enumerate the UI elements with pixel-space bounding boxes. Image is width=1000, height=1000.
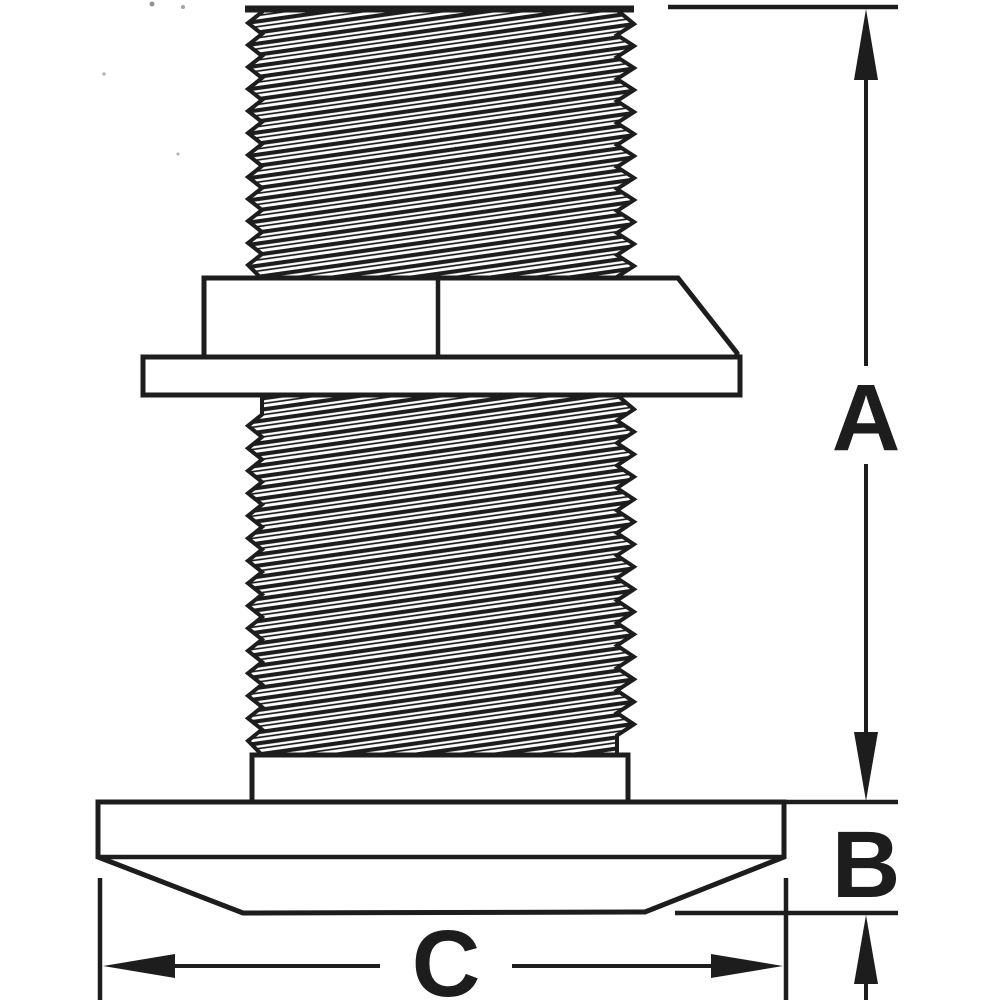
neck xyxy=(249,752,631,805)
scan-speck xyxy=(176,152,180,156)
arrow-up-icon xyxy=(854,9,878,80)
dimension-b-label: B xyxy=(832,812,901,918)
arrow-right-icon xyxy=(711,954,783,978)
hex-nut xyxy=(201,275,740,360)
upper-thread-section xyxy=(244,8,638,281)
dimension-b: B xyxy=(675,812,900,1000)
scan-artifacts xyxy=(102,1,185,156)
through-hull-fitting xyxy=(95,5,787,916)
scan-speck xyxy=(149,1,155,7)
arrow-up-icon xyxy=(854,915,878,984)
scan-speck xyxy=(181,5,185,9)
lower-thread-section xyxy=(244,393,638,757)
dimension-a-label: A xyxy=(832,365,901,471)
dimension-c-label: C xyxy=(412,911,481,1000)
dimension-a: A xyxy=(668,4,901,805)
scan-speck xyxy=(102,72,106,76)
arrow-left-icon xyxy=(103,954,175,978)
arrow-down-icon xyxy=(854,732,878,801)
dimension-c: C xyxy=(97,878,789,1000)
washer xyxy=(140,354,743,398)
